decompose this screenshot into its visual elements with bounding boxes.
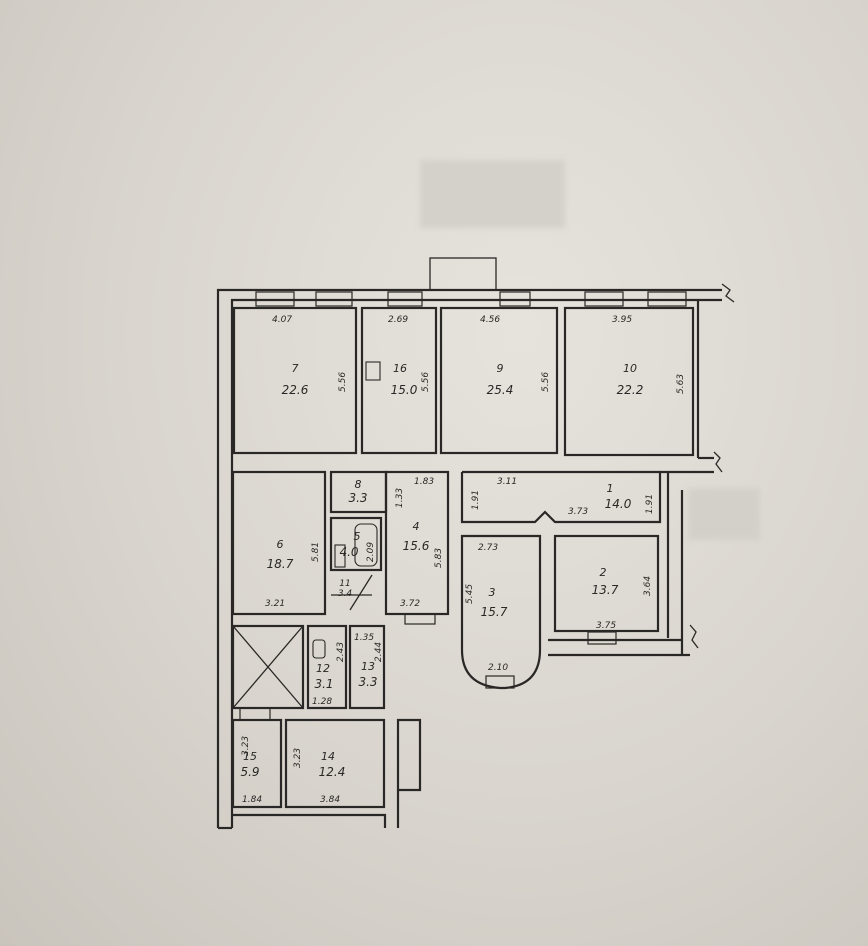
room-13-depth: 2.44 xyxy=(374,642,384,662)
fixtures xyxy=(312,361,381,659)
room-9-depth: 5.56 xyxy=(541,372,551,392)
room-15-width: 1.84 xyxy=(242,795,262,805)
room-15-number: 15 xyxy=(243,750,257,763)
room-2-width: 3.75 xyxy=(596,621,616,631)
room-14-number: 14 xyxy=(321,750,335,763)
stove-icon xyxy=(365,361,381,381)
room-1-inner: 3.73 xyxy=(568,507,588,517)
room-13-width: 1.35 xyxy=(354,633,374,643)
room-13-area: 3.3 xyxy=(358,675,377,689)
room-3-area: 15.7 xyxy=(481,605,508,619)
room-1-width: 3.11 xyxy=(497,477,517,487)
sink-icon xyxy=(334,544,346,568)
windows xyxy=(239,291,687,721)
room-16-number: 16 xyxy=(393,362,407,375)
room-2-area: 13.7 xyxy=(592,583,619,597)
room-7-number: 7 xyxy=(292,362,299,375)
room-12-area: 3.1 xyxy=(314,677,333,691)
room-1-area: 14.0 xyxy=(605,497,632,511)
room-1-depth: 1.91 xyxy=(471,490,481,510)
toilet-icon xyxy=(312,639,326,659)
room-16-area: 15.0 xyxy=(391,383,418,397)
exterior-walls xyxy=(216,257,735,830)
room-7-area: 22.6 xyxy=(282,383,309,397)
room-5-area: 4.0 xyxy=(339,545,358,559)
room-5-number: 5 xyxy=(354,530,361,543)
room-2-number: 2 xyxy=(600,566,607,579)
room-7-width: 4.07 xyxy=(272,315,292,325)
room-15-depth: 3.23 xyxy=(241,736,251,756)
room-6-width: 3.21 xyxy=(265,599,285,609)
room-3-bottom: 2.10 xyxy=(488,663,508,673)
room-7-depth: 5.56 xyxy=(338,372,348,392)
room-4-depth: 5.83 xyxy=(434,548,444,568)
room-8-number: 8 xyxy=(355,478,362,491)
dim-1-91-right: 1.91 xyxy=(645,494,655,514)
dim-1-33: 1.33 xyxy=(395,488,405,508)
room-9-width: 4.56 xyxy=(480,315,500,325)
room-12-number: 12 xyxy=(316,662,330,675)
redacted-mark-right xyxy=(688,488,760,540)
room-16-depth: 5.56 xyxy=(421,372,431,392)
room-6-depth: 5.81 xyxy=(311,542,321,562)
room-10-number: 10 xyxy=(623,362,637,375)
room-3-number: 3 xyxy=(489,586,496,599)
room-12-depth: 2.43 xyxy=(336,642,346,662)
room-9-area: 25.4 xyxy=(487,383,514,397)
room-12-width: 1.28 xyxy=(312,697,332,707)
room-walls xyxy=(231,306,695,809)
room-2-depth: 3.64 xyxy=(643,576,653,596)
room-10-depth: 5.63 xyxy=(676,374,686,394)
room-4-width: 3.72 xyxy=(400,599,420,609)
room-15-area: 5.9 xyxy=(240,765,259,779)
room-9-number: 9 xyxy=(497,362,504,375)
room-13-number: 13 xyxy=(361,660,375,673)
room-4-number: 4 xyxy=(413,520,420,533)
room-6-number: 6 xyxy=(277,538,284,551)
room-6-area: 18.7 xyxy=(267,557,294,571)
room-14-area: 12.4 xyxy=(319,765,346,779)
room-8-area: 3.3 xyxy=(348,491,367,505)
room-10-area: 22.2 xyxy=(617,383,644,397)
room-4-top: 1.83 xyxy=(414,477,434,487)
room-labels: 7 22.6 4.07 16 15.0 2.69 9 25.4 4.56 10 … xyxy=(240,315,643,805)
room-11-number: 11 xyxy=(339,579,350,589)
room-14-depth: 3.23 xyxy=(293,748,303,768)
room-1-number: 1 xyxy=(607,482,614,495)
room-3-depth: 5.45 xyxy=(465,584,475,604)
room-3-width: 2.73 xyxy=(478,543,498,553)
room-5-depth: 2.09 xyxy=(366,542,376,562)
redacted-mark-top xyxy=(420,160,565,228)
room-10-width: 3.95 xyxy=(612,315,632,325)
room-4-area: 15.6 xyxy=(403,539,430,553)
room-11-area: 3.4 xyxy=(338,589,353,599)
room-16-width: 2.69 xyxy=(388,315,408,325)
room-14-width: 3.84 xyxy=(320,795,340,805)
bathtub-icon xyxy=(354,523,378,567)
vertical-dimensions: 5.56 5.56 5.56 5.63 5.81 2.09 5.83 1.33 … xyxy=(241,372,686,768)
